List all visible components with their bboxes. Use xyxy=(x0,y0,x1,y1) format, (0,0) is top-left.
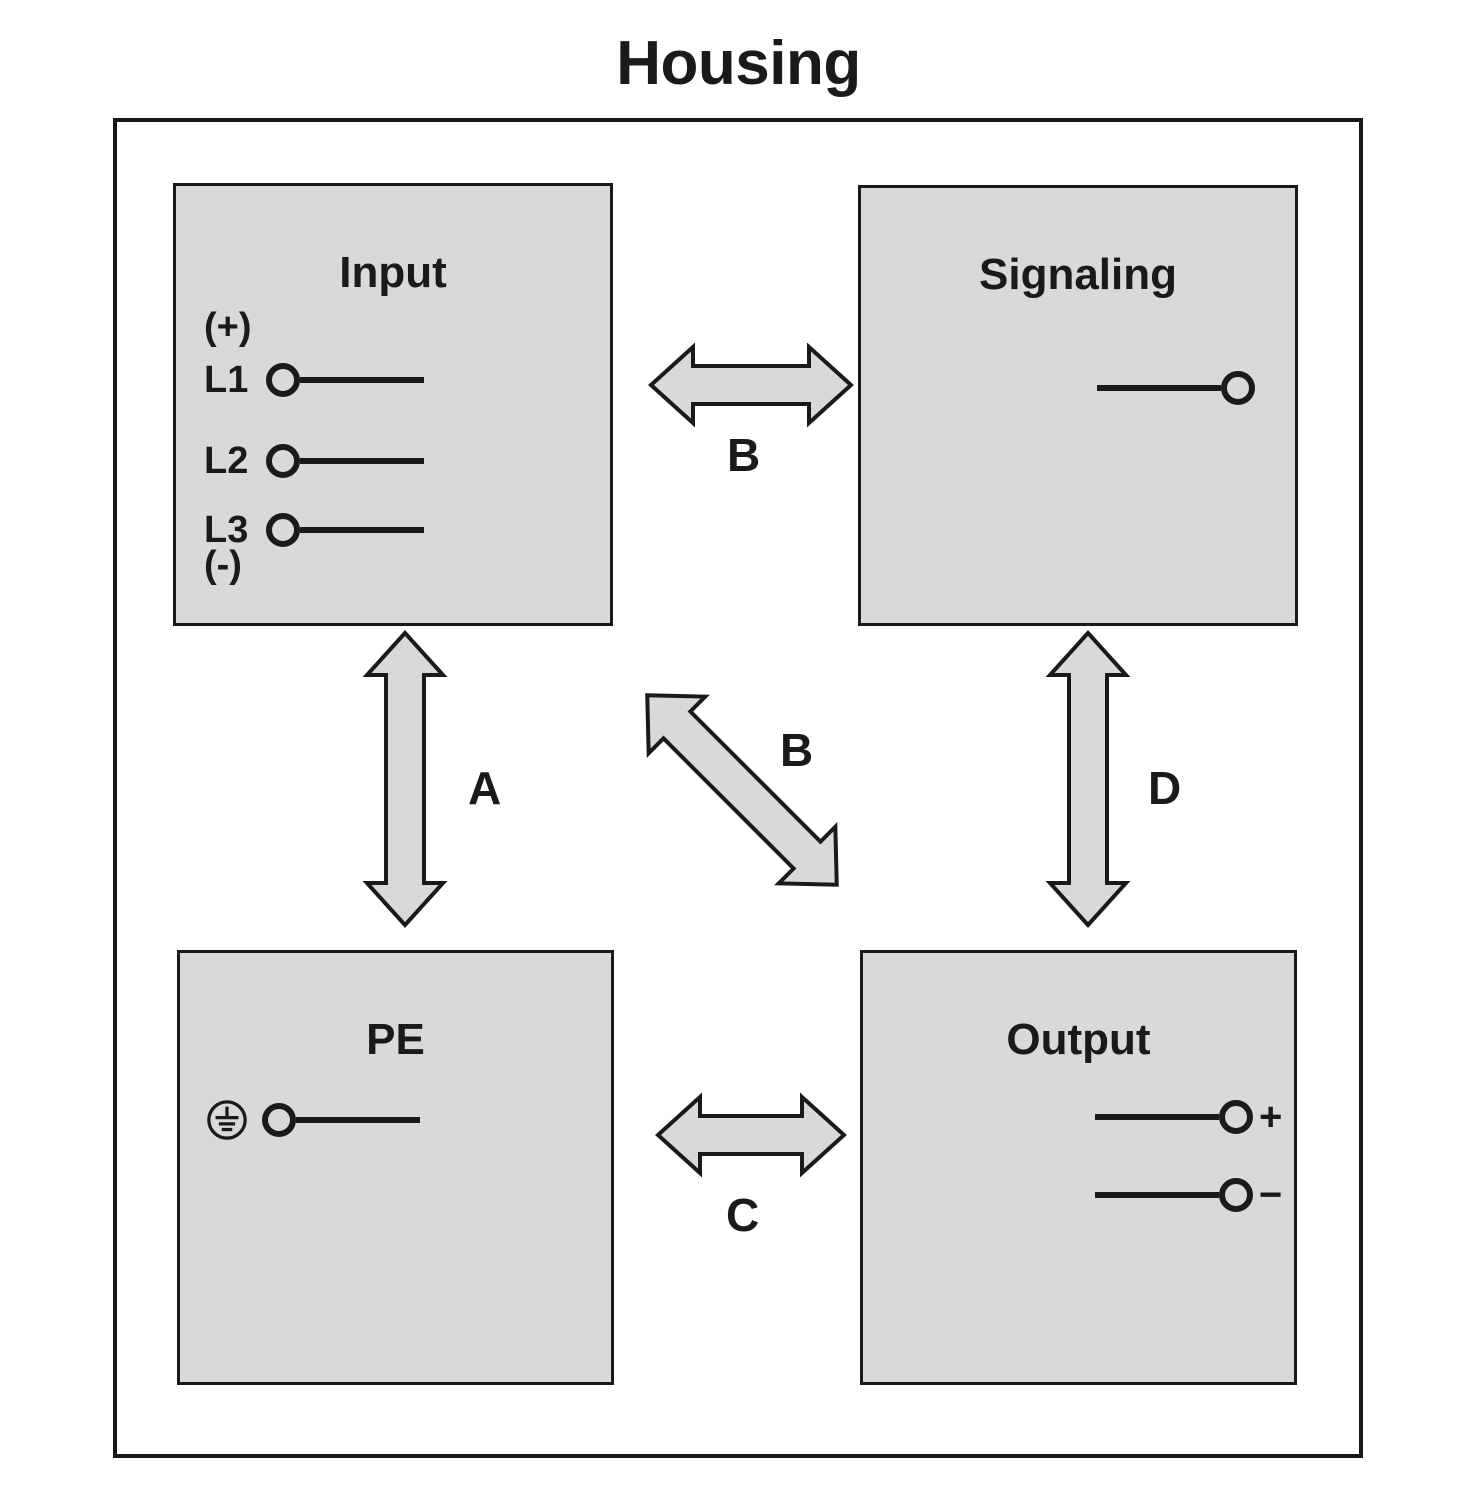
output-terminal-plus-label: + xyxy=(1259,1095,1283,1139)
arrow-label-a: A xyxy=(468,762,502,814)
block-output: Output + − xyxy=(860,950,1297,1385)
block-pe: PE xyxy=(177,950,614,1385)
output-terminal-minus-label: − xyxy=(1259,1173,1283,1217)
terminal-circle-icon xyxy=(1219,1178,1253,1212)
input-terminal-l3: L3 xyxy=(204,506,424,554)
input-terminal-l1: L1 xyxy=(204,356,424,404)
terminal-wire-icon xyxy=(300,458,424,464)
arrow-b-input-signaling xyxy=(648,342,854,428)
terminal-circle-icon xyxy=(1221,371,1255,405)
protective-earth-icon xyxy=(207,1100,247,1140)
block-signaling: Signaling xyxy=(858,185,1298,626)
pe-terminal xyxy=(206,1096,420,1144)
housing-frame xyxy=(113,118,1363,1458)
terminal-circle-icon xyxy=(262,1103,296,1137)
block-pe-title: PE xyxy=(366,1015,425,1064)
terminal-wire-icon xyxy=(300,527,424,533)
block-output-title: Output xyxy=(1006,1015,1151,1064)
terminal-wire-icon xyxy=(1095,1114,1219,1120)
arrow-label-c: C xyxy=(726,1189,760,1241)
terminal-wire-icon xyxy=(296,1117,420,1123)
input-polarity-minus: (-) xyxy=(204,544,242,586)
arrow-label-d: D xyxy=(1148,762,1182,814)
output-terminal-minus: − xyxy=(1095,1171,1282,1219)
terminal-wire-icon xyxy=(300,377,424,383)
input-terminal-l2: L2 xyxy=(204,437,424,485)
terminal-wire-icon xyxy=(1095,1192,1219,1198)
arrow-label-b-diagonal: B xyxy=(780,724,814,776)
input-terminal-l2-label: L2 xyxy=(204,440,249,482)
arrow-b-input-output-diagonal xyxy=(645,693,839,887)
output-terminal-plus: + xyxy=(1095,1093,1282,1141)
input-terminal-l3-label: L3 xyxy=(204,509,249,551)
signaling-terminal xyxy=(1097,364,1255,412)
arrow-a-input-pe xyxy=(362,630,448,928)
block-input-title: Input xyxy=(339,248,447,297)
arrow-d-signaling-output xyxy=(1045,630,1131,928)
page-title: Housing xyxy=(616,29,861,98)
terminal-circle-icon xyxy=(266,363,300,397)
terminal-circle-icon xyxy=(266,444,300,478)
arrow-c-pe-output xyxy=(655,1092,847,1178)
arrow-label-b-top: B xyxy=(727,429,761,481)
terminal-circle-icon xyxy=(1219,1100,1253,1134)
input-polarity-plus: (+) xyxy=(204,306,252,348)
block-input: Input (+) L1 L2 L3 (-) xyxy=(173,183,613,626)
terminal-wire-icon xyxy=(1097,385,1221,391)
terminal-circle-icon xyxy=(266,513,300,547)
block-signaling-title: Signaling xyxy=(979,250,1177,299)
input-terminal-l1-label: L1 xyxy=(204,359,249,401)
